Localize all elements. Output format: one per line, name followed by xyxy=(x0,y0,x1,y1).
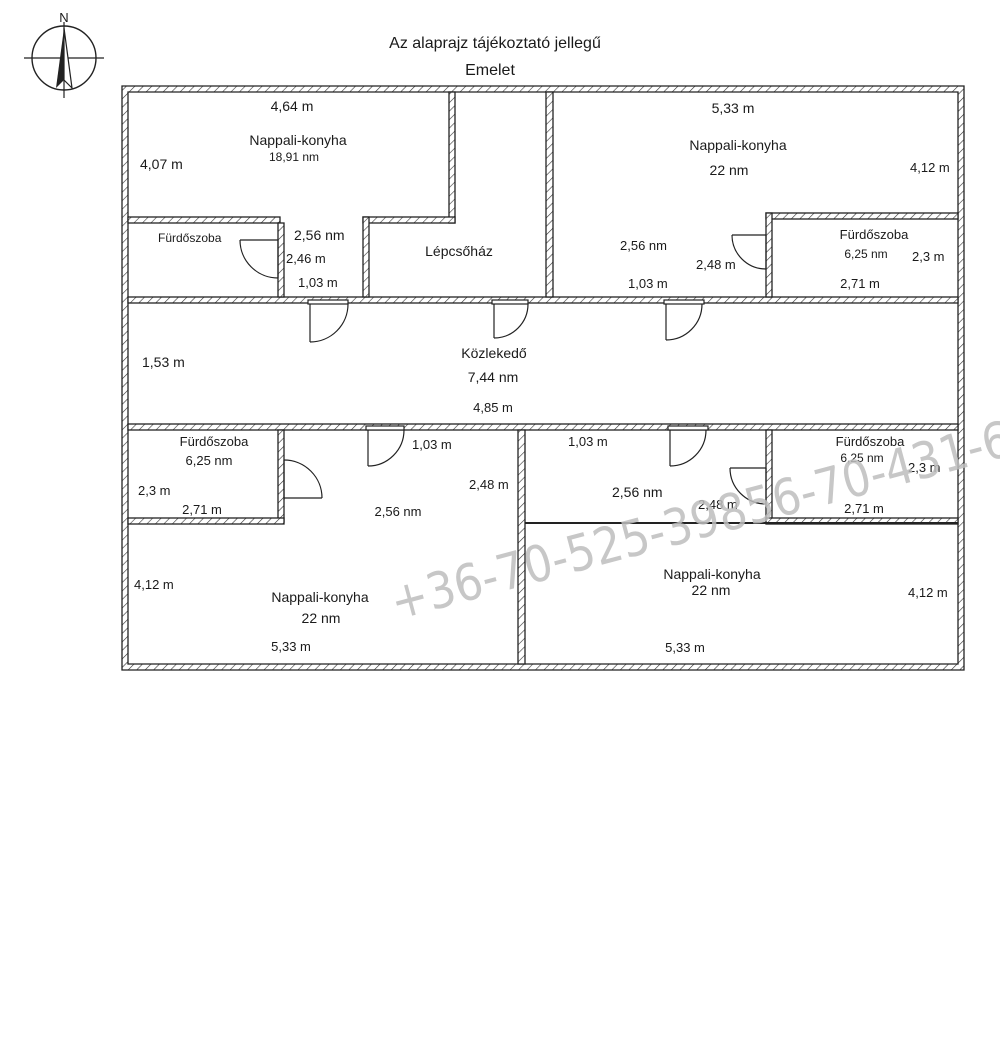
plan-title: Az alaprajz tájékoztató jellegű xyxy=(389,35,601,52)
room-tr-width: 5,33 m xyxy=(712,100,755,116)
room-tl-misc-area: 2,56 nm xyxy=(294,227,345,243)
room-br-bath-height: 2,3 m xyxy=(908,460,941,475)
room-br-bath-name: Fürdőszoba xyxy=(836,434,905,449)
corridor-width: 4,85 m xyxy=(473,400,513,415)
room-tl-area: 18,91 nm xyxy=(269,150,319,164)
room-br-bath-area: 6,25 nm xyxy=(840,451,883,465)
room-br-name: Nappali-konyha xyxy=(663,566,760,582)
room-bl-bath-height: 2,3 m xyxy=(138,483,171,498)
room-bl-misc-height: 2,48 m xyxy=(469,477,509,492)
room-tl-misc-height: 2,46 m xyxy=(286,251,326,266)
room-tr-misc-door: 1,03 m xyxy=(628,276,668,291)
room-br-misc-height: 2,48 m xyxy=(698,497,738,512)
room-br-area: 22 nm xyxy=(692,582,731,598)
room-bl-width: 5,33 m xyxy=(271,639,311,654)
room-bl-misc-door: 1,03 m xyxy=(412,437,452,452)
room-bl-bath-area: 6,25 nm xyxy=(186,453,233,468)
room-tr-name: Nappali-konyha xyxy=(689,137,786,153)
corridor-area: 7,44 nm xyxy=(468,369,519,385)
doors xyxy=(239,234,767,505)
room-tl-height: 4,07 m xyxy=(140,156,183,172)
room-tr-bath-height: 2,3 m xyxy=(912,249,945,264)
room-br-width: 5,33 m xyxy=(665,640,705,655)
room-bl-bath-name: Fürdőszoba xyxy=(180,434,249,449)
room-tl-name: Nappali-konyha xyxy=(249,132,346,148)
compass-north-label: N xyxy=(59,10,68,25)
room-tr-bath-width: 2,71 m xyxy=(840,276,880,291)
room-bl-area: 22 nm xyxy=(302,610,341,626)
room-br-height: 4,12 m xyxy=(908,585,948,600)
room-tl-misc-door: 1,03 m xyxy=(298,275,338,290)
room-tr-height: 4,12 m xyxy=(910,160,950,175)
room-bl-bath-width: 2,71 m xyxy=(182,502,222,517)
room-stairwell-name: Lépcsőház xyxy=(425,243,493,259)
walls xyxy=(121,85,965,671)
room-tl-bath-name: Fürdőszoba xyxy=(158,231,222,245)
room-tr-bath-area: 6,25 nm xyxy=(844,247,887,261)
room-br-bath-width: 2,71 m xyxy=(844,501,884,516)
room-bl-height: 4,12 m xyxy=(134,577,174,592)
room-bl-misc-area: 2,56 nm xyxy=(375,504,422,519)
room-tr-misc-area: 2,56 nm xyxy=(620,238,667,253)
room-tr-bath-name: Fürdőszoba xyxy=(840,227,909,242)
plan-subtitle: Emelet xyxy=(465,62,515,79)
compass-icon: N xyxy=(24,10,104,98)
corridor-name: Közlekedő xyxy=(461,345,527,361)
room-tr-area: 22 nm xyxy=(710,162,749,178)
room-tr-misc-height: 2,48 m xyxy=(696,257,736,272)
room-tl-width: 4,64 m xyxy=(271,98,314,114)
corridor-height: 1,53 m xyxy=(142,354,185,370)
room-br-misc-area: 2,56 nm xyxy=(612,484,663,500)
room-bl-name: Nappali-konyha xyxy=(271,589,368,605)
room-br-misc-door: 1,03 m xyxy=(568,434,608,449)
